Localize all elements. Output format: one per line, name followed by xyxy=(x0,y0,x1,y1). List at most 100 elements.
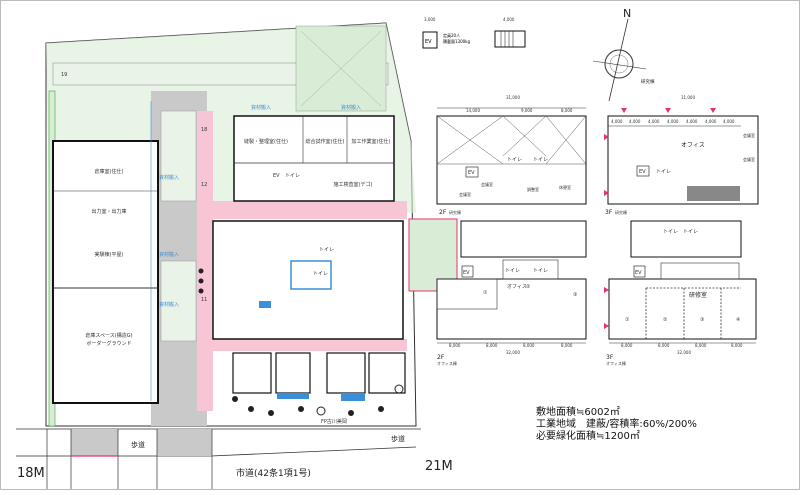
room-label: 調整室 xyxy=(527,186,539,192)
toilet-label: トイレ xyxy=(319,247,334,253)
dimension: 4,000 xyxy=(629,119,641,124)
dimension: 3,000 xyxy=(424,17,436,22)
dimension: 4,000 xyxy=(686,119,698,124)
ev-label: EV xyxy=(425,39,432,45)
parking-number: 19 xyxy=(61,72,67,78)
research-plan-3f: 31,000 4,000 4,000 4,000 4,000 4,000 4,0… xyxy=(604,95,759,216)
dimension: 31,000 xyxy=(506,95,520,100)
room-label: ③ xyxy=(573,292,577,298)
room-label: ① xyxy=(625,317,630,323)
parking-number: 11 xyxy=(201,297,207,303)
road-area: 歩道 歩道 市道(42条1項1号) 18M 21M xyxy=(16,428,453,489)
pedestrian-path xyxy=(197,111,213,411)
room-label: 加工作業室(住仕) xyxy=(352,138,391,145)
room-label: 会議室 xyxy=(743,156,755,162)
green-area-text: 必要緑化面積≒1200㎡ xyxy=(536,431,640,442)
toilet-label: トイレ xyxy=(313,271,328,277)
entry-label: 資材搬入 xyxy=(159,301,179,308)
room-label: ボーダーグラウンド xyxy=(86,340,131,347)
elevator-spec: 積載量1300kg xyxy=(443,38,470,44)
room-label: 会議室 xyxy=(459,191,471,197)
room-label: 会議室 xyxy=(743,132,755,138)
dimension: 32,000 xyxy=(506,350,520,355)
building-name: 研究棟 xyxy=(615,209,627,215)
dimension: 8,000 xyxy=(621,343,633,348)
room-label: 会議室 xyxy=(481,181,493,187)
ev-label: EV xyxy=(273,173,280,179)
dimension: 4,000 xyxy=(611,119,623,124)
toilet-label: トイレ xyxy=(683,229,698,235)
parking-number: 12 xyxy=(201,182,207,188)
parking-number: 18 xyxy=(201,127,207,133)
toilet-label: トイレ xyxy=(663,229,678,235)
entry-label: 資材搬入 xyxy=(341,104,361,111)
room-label: 休憩室 xyxy=(559,184,571,190)
dimension: 4,000 xyxy=(503,17,515,22)
entry-label: 資材搬入 xyxy=(159,251,179,258)
dimension: 4,000 xyxy=(723,119,735,124)
dimension: 9,000 xyxy=(521,108,533,113)
room-label: 実験棟(平屋) xyxy=(95,251,124,258)
experiment-building xyxy=(52,140,159,404)
toilet-label: トイレ xyxy=(505,268,520,274)
office-plan-2f: トイレ トイレ EV オフィス ① ② ③ 8,000 8,000 8,000 … xyxy=(436,220,587,366)
exhibit-buildings xyxy=(232,352,406,394)
road-width-left: 18M xyxy=(17,466,45,481)
site-area-text: 敷地面積≒6002㎡ xyxy=(536,407,620,418)
room-label: ② xyxy=(663,317,668,323)
ev-label: EV xyxy=(463,270,470,276)
room-label: 総合試作室(住仕) xyxy=(306,138,345,145)
dimension: 14,000 xyxy=(466,108,480,113)
entry-label: 資材搬入 xyxy=(159,174,179,181)
building-name: オフィス棟 xyxy=(437,360,457,366)
floor-label: 2F xyxy=(437,354,445,361)
dimension: 4,000 xyxy=(705,119,717,124)
entry-label: 資材搬入 xyxy=(251,104,271,111)
building-title: 研究棟 xyxy=(641,78,655,85)
ev-label: EV xyxy=(468,170,475,176)
floor-label: 2F xyxy=(439,209,447,216)
sidewalk-label: 歩道 xyxy=(131,440,145,449)
north-label: N xyxy=(623,7,631,20)
city-road-label: 市道(42条1項1号) xyxy=(236,467,311,479)
dimension: 8,000 xyxy=(523,343,535,348)
dimension: 31,000 xyxy=(681,95,695,100)
toilet-label: トイレ xyxy=(507,157,522,163)
road-width-right: 21M xyxy=(425,459,453,474)
dimension: 8,000 xyxy=(561,108,573,113)
toilet-label: トイレ xyxy=(656,169,671,175)
room-label: ③ xyxy=(700,317,704,323)
ev-label: EV xyxy=(639,169,646,175)
room-label: 出力室・出力庫 xyxy=(91,208,126,215)
workshop-building xyxy=(233,115,395,202)
floor-label: 3F xyxy=(606,354,614,361)
dimension: 8,000 xyxy=(658,343,670,348)
room-label: 施工検査室(デゴ) xyxy=(334,181,373,188)
ev-label: EV xyxy=(635,270,642,276)
room-label: ② xyxy=(526,284,531,290)
dimension: 8,000 xyxy=(486,343,498,348)
building-name: オフィス棟 xyxy=(606,360,626,366)
room-label: 縫製・整理室(住仕) xyxy=(244,138,288,145)
research-plan-2f: 31,000 14,000 9,000 8,000 トイレ トイレ EV 会議室… xyxy=(436,95,587,216)
building-name: 研究棟 xyxy=(449,209,461,215)
room-label: ④ xyxy=(736,317,741,323)
floor-label: 3F xyxy=(605,209,613,216)
room-label: 研修室 xyxy=(689,291,707,299)
north-compass: N xyxy=(592,7,647,102)
bus-stop-label: FP古川美岡 xyxy=(321,418,347,425)
dimension: 4,000 xyxy=(648,119,660,124)
dimension: 8,000 xyxy=(449,343,461,348)
dimension: 8,000 xyxy=(731,343,743,348)
room-label: ① xyxy=(483,290,488,296)
room-label: 倉庫スペース(構造G) xyxy=(85,332,132,339)
dimension: 8,000 xyxy=(561,343,573,348)
elevator-spec: 定員20人 xyxy=(443,32,460,38)
dimension: 4,000 xyxy=(667,119,679,124)
zoning-text: 工業地域 建蔽/容積率:60%/200% xyxy=(536,419,697,430)
dimension: 32,000 xyxy=(677,350,691,355)
sidewalk-label: 歩道 xyxy=(391,434,405,443)
toilet-label: トイレ xyxy=(533,268,548,274)
